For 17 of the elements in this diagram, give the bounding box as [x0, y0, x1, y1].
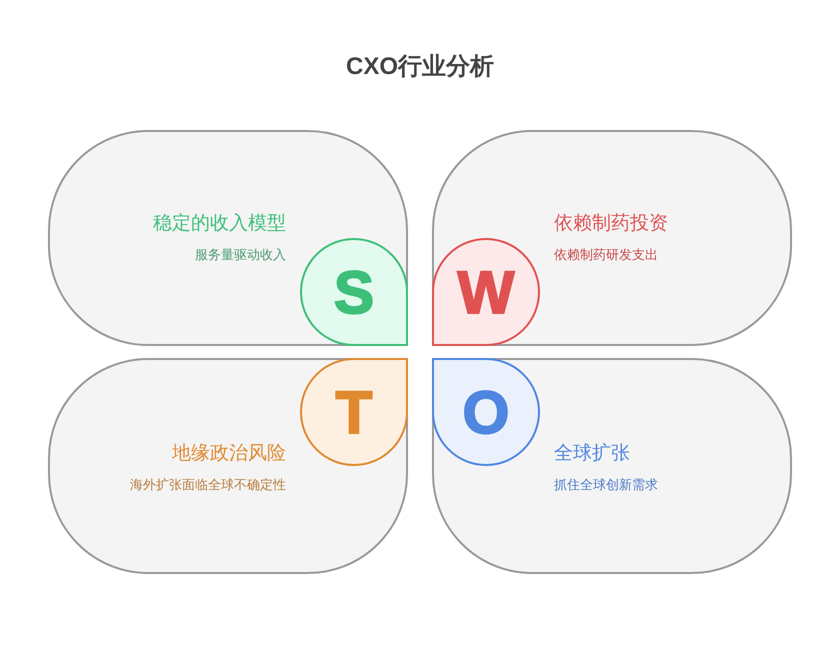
- letter-badge: W: [432, 238, 540, 346]
- letter-badge: O: [432, 358, 540, 466]
- description: 海外扩张面临全球不确定性: [130, 477, 286, 494]
- description: 依赖制药研发支出: [554, 247, 658, 264]
- title: CXO行业分析: [344, 52, 495, 82]
- description: 抓住全球创新需求: [554, 477, 658, 494]
- card: [48, 358, 408, 574]
- letter-badge: T: [300, 358, 408, 466]
- heading: 全球扩张: [554, 441, 630, 466]
- description: 服务量驱动收入: [195, 247, 286, 264]
- heading: 依赖制药投资: [554, 211, 668, 236]
- letter-badge: S: [300, 238, 408, 346]
- card: [48, 130, 408, 346]
- card: [432, 358, 792, 574]
- heading: 地缘政治风险: [172, 441, 286, 466]
- card: [432, 130, 792, 346]
- heading: 稳定的收入模型: [153, 211, 286, 236]
